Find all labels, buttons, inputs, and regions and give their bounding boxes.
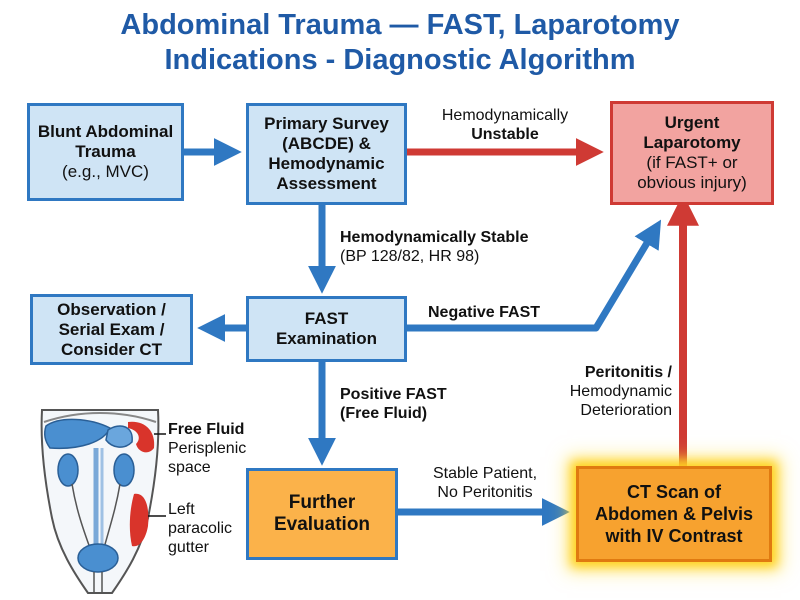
liver (44, 418, 111, 450)
label-perisplenic-line-2: space (168, 459, 211, 476)
paracolic-fluid (129, 493, 149, 547)
label-unstable-line-1: Hemodynamically (441, 107, 569, 124)
node-primary-line-3: Hemodynamic (268, 154, 385, 173)
perisplenic-fluid (128, 421, 155, 453)
label-peritonitis-line-1: Peritonitis / (584, 364, 672, 381)
label-perisplenic-line-1: Perisplenic (168, 440, 247, 457)
label-paracolic-line-2: paracolic (168, 520, 233, 537)
label-stable-patient: Stable Patient, No Peritonitis (410, 464, 560, 502)
node-primary-line-1: Primary Survey (264, 114, 389, 133)
left-kidney (113, 453, 135, 487)
right-kidney (57, 453, 79, 487)
label-unstable: Hemodynamically Unstable (420, 106, 590, 144)
node-observation: Observation / Serial Exam / Consider CT (30, 294, 193, 365)
label-positive-fast-line-2: (Free Fluid) (340, 405, 428, 422)
label-paracolic-line-1: Left (168, 501, 195, 518)
node-urgent-line-1: Urgent (664, 113, 720, 132)
node-primary-survey: Primary Survey (ABCDE) & Hemodynamic Ass… (246, 103, 407, 205)
label-negative-fast: Negative FAST (428, 303, 588, 322)
node-further-line-2: Evaluation (273, 514, 371, 535)
page-title: Abdominal Trauma — FAST, Laparotomy Indi… (0, 8, 800, 78)
label-stable-line-1: Hemodynamically Stable (340, 229, 529, 246)
label-negative-fast-text: Negative FAST (428, 304, 541, 321)
stomach (105, 425, 133, 448)
arrow-negative-fast-to-urgent (407, 219, 662, 332)
node-fast-line-1: FAST (304, 309, 349, 328)
node-primary-line-4: Assessment (276, 174, 377, 193)
node-further-evaluation: Further Evaluation (246, 468, 398, 560)
label-stable-patient-line-1: Stable Patient, (432, 465, 538, 482)
node-further-line-1: Further (288, 492, 356, 513)
node-ct-line-2: Abdomen & Pelvis (594, 504, 754, 524)
label-peritonitis: Peritonitis / Hemodynamic Deterioration (520, 363, 672, 420)
node-ct-line-3: with IV Contrast (605, 526, 743, 546)
node-blunt-line-3: (e.g., MVC) (62, 162, 149, 181)
node-blunt-line-2: Trauma (75, 142, 136, 161)
node-observation-line-3: Consider CT (60, 339, 163, 359)
title-line-1: Abdominal Trauma — FAST, Laparotomy (120, 9, 680, 41)
node-urgent-line-3: (if FAST+ or (646, 153, 738, 172)
label-stable-line-2: (BP 128/82, HR 98) (340, 248, 480, 265)
label-paracolic: Left paracolic gutter (168, 500, 232, 557)
node-urgent-line-2: Laparotomy (643, 133, 741, 152)
node-urgent-laparotomy: Urgent Laparotomy (if FAST+ or obvious i… (610, 101, 774, 205)
node-blunt-line-1: Blunt Abdominal (37, 122, 174, 141)
label-peritonitis-line-3: Deterioration (580, 402, 672, 419)
bladder (77, 543, 119, 573)
label-positive-fast-line-1: Positive FAST (340, 386, 447, 403)
node-fast-examination: FAST Examination (246, 296, 407, 362)
label-free-fluid-text: Free Fluid (168, 421, 245, 438)
label-peritonitis-line-2: Hemodynamic (569, 383, 672, 400)
node-ct-line-1: CT Scan of (626, 482, 721, 502)
node-ct-scan: CT Scan of Abdomen & Pelvis with IV Cont… (576, 466, 772, 562)
label-positive-fast: Positive FAST (Free Fluid) (340, 385, 480, 423)
label-paracolic-line-3: gutter (168, 539, 209, 556)
node-observation-line-1: Observation / (57, 299, 166, 319)
title-line-2: Indications - Diagnostic Algorithm (164, 44, 636, 76)
node-fast-line-2: Examination (275, 329, 378, 348)
node-primary-line-2: (ABCDE) & (282, 134, 371, 153)
label-stable: Hemodynamically Stable (BP 128/82, HR 98… (340, 228, 580, 266)
node-blunt-trauma: Blunt Abdominal Trauma (e.g., MVC) (27, 103, 184, 201)
node-urgent-line-4: obvious injury) (637, 173, 747, 192)
label-stable-patient-line-2: No Peritonitis (437, 484, 533, 501)
label-unstable-line-2: Unstable (471, 126, 539, 143)
abdomen-illustration (40, 409, 166, 594)
label-free-fluid: Free Fluid Perisplenic space (168, 420, 246, 477)
node-observation-line-2: Serial Exam / (58, 319, 165, 339)
